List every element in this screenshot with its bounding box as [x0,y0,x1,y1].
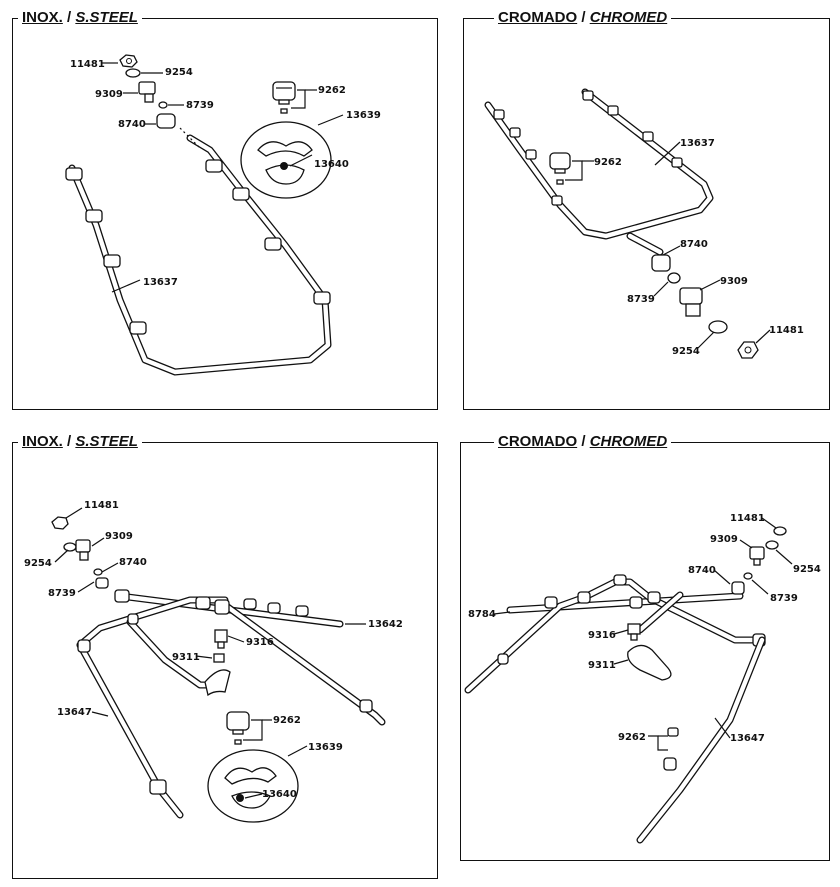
title-spanish: CROMADO [498,9,578,26]
nut-11481 [773,526,787,536]
label-9309: 9309 [710,534,738,545]
panel-top-left [12,18,438,410]
cap-9262 [549,152,571,185]
oval-detail-13639 [207,749,299,823]
fitting-9316 [214,629,228,649]
title-separator: / [62,9,76,26]
label-13637: 13637 [680,138,715,149]
label-9309: 9309 [95,89,123,100]
top-left-drawing: 11481 9254 9309 8739 8740 9262 13639 136… [65,54,381,376]
bottom-left-drawing: 11481 9309 9254 8740 8739 9316 13642 931… [24,500,403,823]
title-english: S.STEEL [75,9,138,26]
label-13647: 13647 [730,733,765,744]
nozzle-body-9309 [679,287,703,317]
seal-8740 [651,254,671,272]
fitting-9316 [627,623,641,641]
title-separator: / [577,433,590,450]
oring-8739 [743,572,753,580]
bottom-right-drawing: 11481 9309 9254 8740 8739 8784 9316 9311… [464,513,821,844]
oring-8739 [158,101,168,109]
label-8739: 8739 [770,593,798,604]
pipe-frame-13637 [65,134,332,376]
label-8739: 8739 [186,100,214,111]
label-11481: 11481 [730,513,765,524]
label-8740: 8740 [118,119,146,130]
label-9309: 9309 [105,531,133,542]
label-9254: 9254 [793,564,821,575]
cap-9262 [226,711,250,745]
cap-9262 [667,727,679,737]
nozzle-body-9309 [138,81,156,103]
label-9262: 9262 [273,715,301,726]
washer-9254 [708,320,728,334]
washer-9254 [63,542,77,552]
title-spanish: INOX. [22,433,63,450]
nut-11481 [119,54,138,68]
label-8740: 8740 [119,557,147,568]
clamp-13640 [224,767,277,809]
label-8740: 8740 [688,565,716,576]
title-spanish: INOX. [22,9,63,26]
label-8739: 8739 [48,588,76,599]
nozzle-body-9309 [749,546,765,566]
label-9262: 9262 [618,732,646,743]
title-english: S.STEEL [75,433,138,450]
label-9262: 9262 [318,85,346,96]
clamp-13640 [257,141,313,185]
top-right-drawing: 13637 9262 8740 9309 8739 11481 9254 [484,88,804,359]
washer-9254 [125,68,141,78]
panel-title-bottom-left: INOX. / S.STEEL [18,433,142,451]
arm-13647 [76,639,184,819]
boom-13642 [76,589,386,726]
label-9316: 9316 [246,637,274,648]
panel-bottom-left [12,442,438,879]
elbow-9311 [627,644,672,681]
title-english: CHROMED [589,433,668,450]
label-9311: 9311 [588,660,616,671]
label-8739: 8739 [627,294,655,305]
oring-8739 [667,272,681,284]
label-9316: 9316 [588,630,616,641]
seal-8740 [731,581,745,595]
label-9254: 9254 [24,558,52,569]
panel-title-top-right: CROMADO / CHROMED [494,9,672,27]
washer-9254 [765,540,779,550]
label-9311: 9311 [172,652,200,663]
label-11481: 11481 [84,500,119,511]
title-separator: / [62,433,76,450]
panel-title-top-left: INOX. / S.STEEL [18,9,142,27]
nut-11481 [737,341,759,359]
label-13642: 13642 [368,619,403,630]
pipe-frame-13637 [484,88,714,256]
oval-detail-13639 [240,121,332,199]
nut-11481 [51,516,69,530]
oring-8739 [93,568,103,576]
label-13640: 13640 [314,159,349,170]
title-spanish: CROMADO [498,433,578,450]
elbow-9311 [204,653,231,697]
label-13640: 13640 [262,789,297,800]
label-11481: 11481 [70,59,105,70]
label-9254: 9254 [672,346,700,357]
label-9254: 9254 [165,67,193,78]
seal-8740 [95,577,109,589]
nozzle-body-9309 [75,539,91,561]
label-13647: 13647 [57,707,92,718]
label-13639: 13639 [346,110,381,121]
label-13639: 13639 [308,742,343,753]
label-11481: 11481 [769,325,804,336]
label-13637: 13637 [143,277,178,288]
label-9309: 9309 [720,276,748,287]
title-separator: / [577,9,590,26]
label-8784: 8784 [468,609,496,620]
panel-title-bottom-right: CROMADO / CHROMED [494,433,672,451]
boom-8784 [464,574,766,694]
cap-9262 [272,81,296,114]
label-8740: 8740 [680,239,708,250]
seal-8740 [156,113,176,129]
title-english: CHROMED [589,9,668,26]
arm-13647 [636,636,766,844]
label-9262: 9262 [594,157,622,168]
